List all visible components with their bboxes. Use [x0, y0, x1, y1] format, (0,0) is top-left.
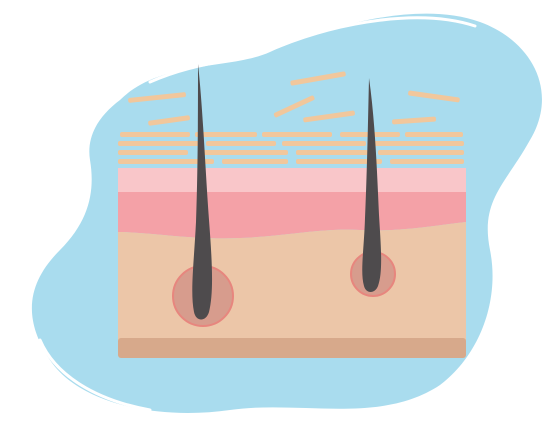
- hypodermis-layer: [118, 222, 466, 346]
- epidermis-layer: [118, 168, 466, 194]
- base-layer: [118, 338, 466, 358]
